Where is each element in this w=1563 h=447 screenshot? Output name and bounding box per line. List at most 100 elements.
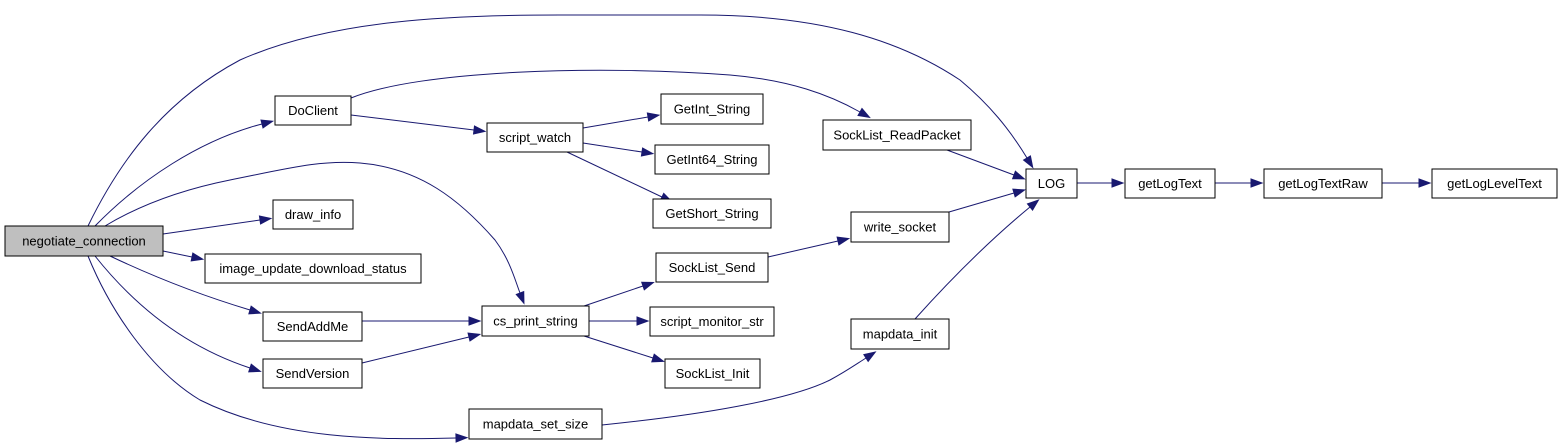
node-label: SendAddMe	[277, 319, 349, 334]
node-box[interactable]	[481, 305, 590, 337]
node-box[interactable]	[204, 253, 422, 284]
edge-LOG-to-getLogText	[1077, 178, 1125, 188]
arrowhead	[651, 353, 665, 363]
edge-line	[601, 357, 867, 426]
arrowhead	[1011, 170, 1026, 180]
node-mapdata_set_size[interactable]: mapdata_set_size	[468, 408, 603, 440]
node-cs_print_string[interactable]: cs_print_string	[481, 305, 590, 337]
node-box[interactable]	[4, 225, 164, 257]
arrowhead	[1418, 178, 1432, 188]
edge-line	[946, 149, 1015, 176]
node-box[interactable]	[262, 358, 363, 389]
edge-negotiate_connection-to-SendAddMe	[109, 255, 262, 315]
node-label: LOG	[1038, 176, 1065, 191]
edge-SendAddMe-to-cs_print_string	[362, 316, 482, 326]
node-draw_info[interactable]: draw_info	[272, 199, 354, 230]
arrowhead	[863, 351, 877, 363]
node-GetInt64_String[interactable]: GetInt64_String	[654, 144, 770, 175]
edge-line	[109, 255, 251, 311]
node-label: SockList_Init	[676, 366, 750, 381]
edge-line	[583, 335, 654, 359]
node-box[interactable]	[486, 122, 584, 153]
edge-SockList_ReadPacket-to-LOG	[946, 149, 1026, 180]
edge-line	[361, 336, 470, 364]
node-label: DoClient	[288, 103, 338, 118]
edge-DoClient-to-script_watch	[350, 114, 487, 135]
edge-negotiate_connection-to-LOG	[87, 14, 1034, 227]
edge-script_watch-to-GetInt_String	[582, 112, 661, 129]
node-SockList_Send[interactable]: SockList_Send	[655, 252, 769, 283]
node-SockList_ReadPacket[interactable]: SockList_ReadPacket	[822, 119, 972, 151]
node-image_update_download_status[interactable]: image_update_download_status	[204, 253, 422, 284]
arrowhead	[258, 215, 273, 225]
node-box[interactable]	[1431, 168, 1558, 199]
edge-negotiate_connection-to-mapdata_set_size	[87, 255, 469, 443]
node-script_watch[interactable]: script_watch	[486, 122, 584, 153]
node-SendAddMe[interactable]: SendAddMe	[262, 311, 363, 342]
node-getLogText[interactable]: getLogText	[1124, 168, 1216, 199]
edge-line	[350, 69, 861, 113]
node-write_socket[interactable]: write_socket	[850, 211, 950, 243]
node-box[interactable]	[664, 358, 761, 389]
edge-SockList_Send-to-write_socket	[767, 236, 851, 258]
node-box[interactable]	[262, 311, 363, 342]
edge-line	[104, 161, 521, 294]
arrowhead	[1111, 178, 1125, 188]
node-GetInt_String[interactable]: GetInt_String	[660, 93, 764, 125]
node-box[interactable]	[660, 93, 764, 125]
node-label: write_socket	[863, 220, 937, 235]
node-box[interactable]	[272, 199, 354, 230]
arrowhead	[472, 125, 487, 135]
node-label: script_monitor_str	[660, 314, 764, 329]
node-label: negotiate_connection	[22, 234, 146, 249]
node-box[interactable]	[655, 252, 769, 283]
node-box[interactable]	[274, 95, 352, 126]
node-box[interactable]	[850, 318, 950, 350]
edge-line	[350, 114, 475, 131]
arrowhead	[646, 112, 661, 122]
node-box[interactable]	[850, 211, 950, 243]
arrowhead	[248, 363, 262, 373]
node-GetShort_String[interactable]: GetShort_String	[652, 198, 772, 229]
edge-write_socket-to-LOG	[948, 188, 1026, 213]
node-label: script_watch	[499, 130, 571, 145]
node-box[interactable]	[1124, 168, 1216, 199]
node-box[interactable]	[822, 119, 972, 151]
arrowhead	[857, 107, 871, 119]
node-label: cs_print_string	[493, 314, 578, 329]
node-box[interactable]	[654, 144, 770, 175]
node-box[interactable]	[649, 306, 775, 337]
arrowhead	[468, 316, 482, 326]
node-negotiate_connection[interactable]: negotiate_connection	[4, 225, 164, 257]
node-box[interactable]	[1025, 168, 1078, 199]
node-SendVersion[interactable]: SendVersion	[262, 358, 363, 389]
arrowhead	[1250, 178, 1264, 188]
node-box[interactable]	[1263, 168, 1383, 199]
edge-line	[94, 123, 263, 227]
node-mapdata_init[interactable]: mapdata_init	[850, 318, 950, 350]
edge-cs_print_string-to-SockList_Init	[583, 335, 665, 363]
node-box[interactable]	[652, 198, 772, 229]
edge-negotiate_connection-to-DoClient	[94, 119, 275, 227]
node-getLogLevelText[interactable]: getLogLevelText	[1431, 168, 1558, 199]
node-LOG[interactable]: LOG	[1025, 168, 1078, 199]
edge-mapdata_set_size-to-mapdata_init	[601, 351, 877, 426]
arrowhead	[636, 316, 650, 326]
edge-DoClient-to-SockList_ReadPacket	[350, 69, 871, 119]
node-getLogTextRaw[interactable]: getLogTextRaw	[1263, 168, 1383, 199]
arrowhead	[641, 281, 655, 291]
edge-script_watch-to-GetInt64_String	[582, 142, 655, 157]
edge-line	[582, 116, 649, 129]
node-box[interactable]	[468, 408, 603, 440]
node-label: GetInt64_String	[666, 152, 757, 167]
arrowhead	[640, 147, 655, 157]
arrowhead	[248, 305, 262, 315]
node-script_monitor_str[interactable]: script_monitor_str	[649, 306, 775, 337]
node-SockList_Init[interactable]: SockList_Init	[664, 358, 761, 389]
node-label: GetInt_String	[674, 102, 751, 117]
node-DoClient[interactable]: DoClient	[274, 95, 352, 126]
edge-line	[94, 255, 251, 369]
edge-line	[914, 206, 1031, 320]
edge-SendVersion-to-cs_print_string	[361, 332, 482, 364]
